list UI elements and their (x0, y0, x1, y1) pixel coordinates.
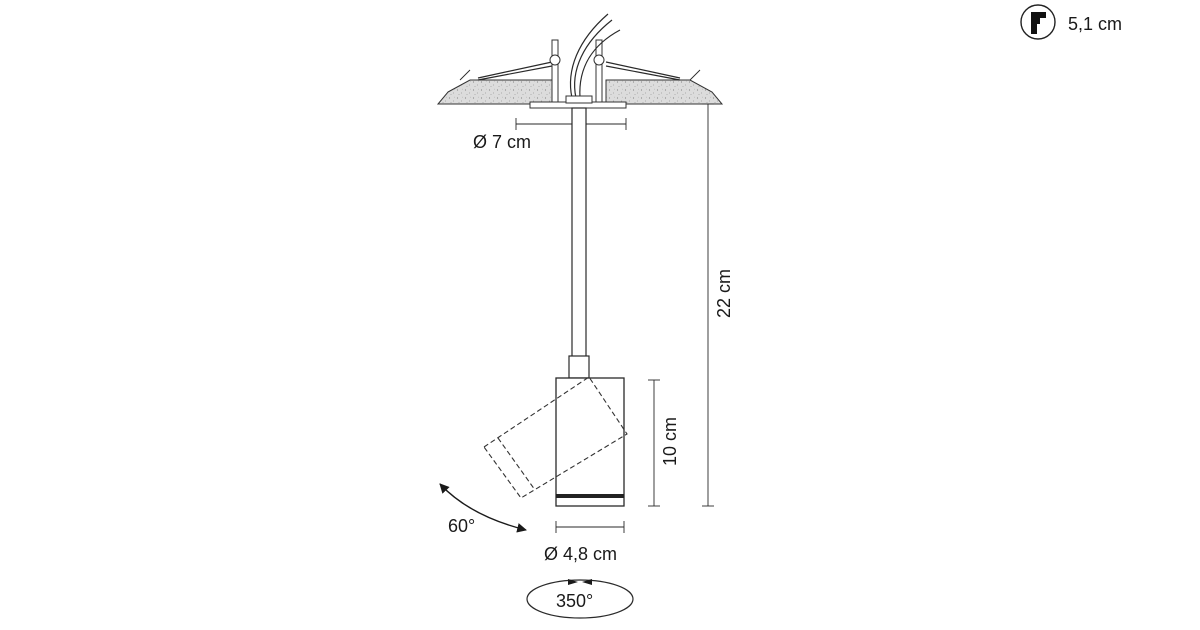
rotation-arrows-icon (526, 579, 634, 619)
recessed-depth-icon (1020, 4, 1056, 40)
tilt-arc-arrow-icon (439, 483, 527, 533)
total-height-dimension (702, 103, 714, 507)
ceiling-diameter-dimension (515, 118, 627, 130)
tilt-angle-label: 60° (448, 516, 475, 536)
head-height-dimension (648, 379, 660, 507)
rotation-angle-label: 350° (556, 591, 593, 611)
ceiling-diameter-label: Ø 7 cm (473, 132, 531, 152)
cutout-height-label: 5,1 cm (1068, 14, 1122, 34)
stem (568, 107, 590, 379)
head-diameter-dimension (555, 521, 625, 533)
head-diameter-label: Ø 4,8 cm (544, 544, 617, 564)
ceiling-section (436, 13, 724, 109)
head-height-label: 10 cm (660, 417, 680, 466)
total-height-label: 22 cm (714, 269, 734, 318)
tilted-head-outline (483, 376, 628, 499)
spotlight-head (555, 377, 625, 507)
